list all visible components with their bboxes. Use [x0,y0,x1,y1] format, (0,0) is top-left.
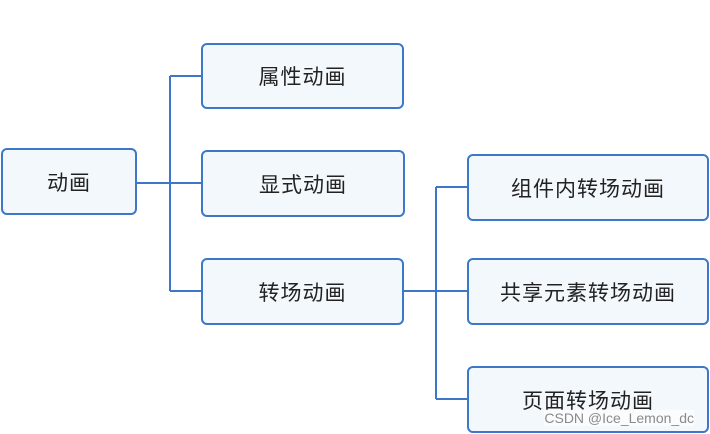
node-label: 属性动画 [258,65,347,89]
watermark-text: CSDN @Ice_Lemon_dc [544,410,694,426]
node-label: 转场动画 [258,280,347,305]
node-label: 页面转场动画 [522,388,654,413]
node-label: 显式动画 [259,172,347,197]
node-component-transition: 组件内转场动画 [467,154,709,221]
node-root-animation: 动画 [1,148,137,215]
node-transition-animation: 转场动画 [201,258,404,325]
node-label: 组件内转场动画 [511,176,665,201]
node-attribute-animation: 属性动画 [201,43,404,109]
node-label: 共享元素转场动画 [500,280,676,305]
node-explicit-animation: 显式动画 [201,150,405,217]
node-label: 动画 [47,170,91,195]
node-shared-element-transition: 共享元素转场动画 [467,258,709,325]
